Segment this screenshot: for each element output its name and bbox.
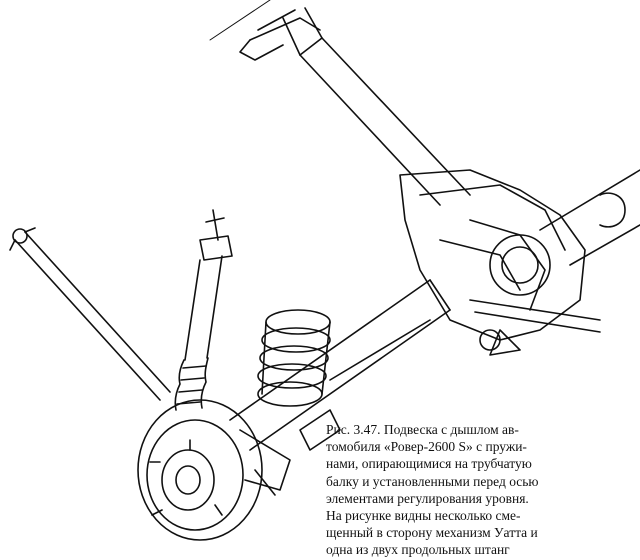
caption-line: одна из двух продольных штанг bbox=[326, 542, 510, 558]
axle-beam bbox=[229, 279, 451, 451]
longitudinal-rod bbox=[9, 227, 171, 401]
coil-spring bbox=[257, 309, 331, 407]
figure-caption: Рис. 3.47. Подвеска с дышлом ав- томобил… bbox=[326, 421, 634, 559]
shock-absorber bbox=[174, 209, 233, 411]
right-axle-tube bbox=[539, 169, 640, 266]
brake-drum bbox=[137, 399, 291, 541]
torque-tube bbox=[239, 7, 471, 206]
background-line bbox=[209, 0, 271, 41]
watt-linkage bbox=[469, 299, 601, 351]
caption-line: томобиля «Ровер-2600 S» с пружи- bbox=[326, 439, 527, 455]
caption-line: нами, опирающимися на трубчатую bbox=[326, 456, 532, 472]
differential-housing bbox=[399, 169, 586, 356]
caption-line: элементами регулирования уровня. bbox=[326, 490, 529, 506]
caption-line: щенный в сторону механизм Уатта и bbox=[326, 525, 538, 541]
caption-line: Рис. 3.47. Подвеска с дышлом ав- bbox=[326, 422, 519, 437]
caption-line: балку и установленными перед осью bbox=[326, 473, 539, 489]
caption-line: На рисунке видны несколько сме- bbox=[326, 508, 521, 524]
